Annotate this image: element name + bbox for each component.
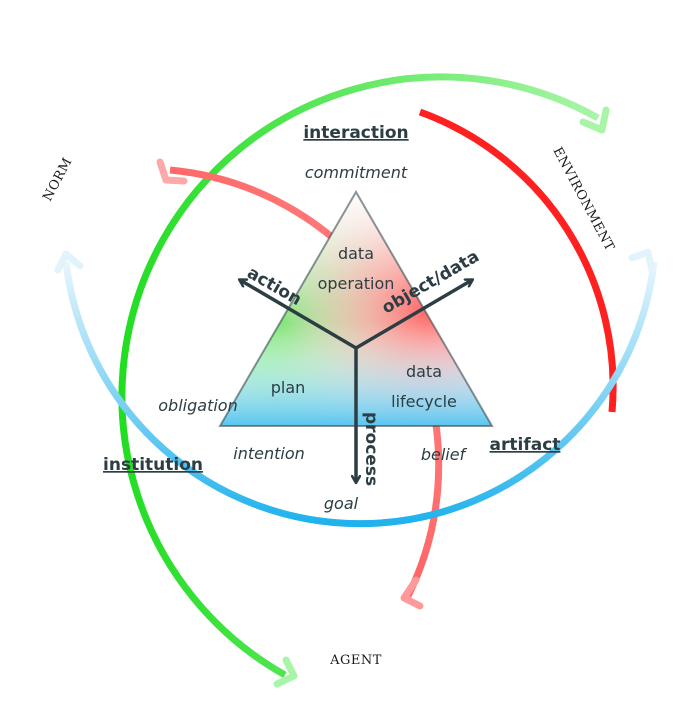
environment-label: ENVIRONMENT (549, 145, 616, 254)
goal-label: goal (324, 494, 359, 513)
commitment-label: commitment (305, 163, 408, 182)
top-region-label-line1: data (338, 244, 374, 263)
object-data-axis (355, 280, 472, 350)
intention-label: intention (233, 444, 305, 463)
norm-arrowhead-bottom (273, 656, 298, 688)
agent-arc (62, 261, 658, 528)
norm-arc (118, 73, 600, 679)
triangle (220, 192, 492, 426)
agent-arrowhead-right (628, 248, 656, 274)
interaction-heading: interaction (303, 123, 408, 143)
plan-label: plan (271, 378, 306, 397)
artifact-heading: artifact (490, 435, 561, 455)
norm-arrowhead (579, 106, 610, 134)
right-region-label-line1: data (406, 362, 442, 381)
obligation-label: obligation (158, 396, 237, 415)
process-axis-label: process (361, 412, 381, 486)
institution-heading: institution (103, 455, 203, 475)
agent-label: AGENT (329, 653, 382, 668)
environment-arc-outer (418, 108, 617, 413)
action-axis (240, 280, 357, 350)
norm-label: NORM (40, 155, 75, 204)
right-region-label-line2: lifecycle (391, 392, 457, 411)
top-region-label-line2: operation (318, 274, 395, 293)
belief-label: belief (421, 445, 468, 464)
environment-arrowhead-left (156, 158, 188, 185)
environment-arrowhead-bottom (400, 576, 424, 610)
agent-arrowhead-left (54, 250, 84, 274)
